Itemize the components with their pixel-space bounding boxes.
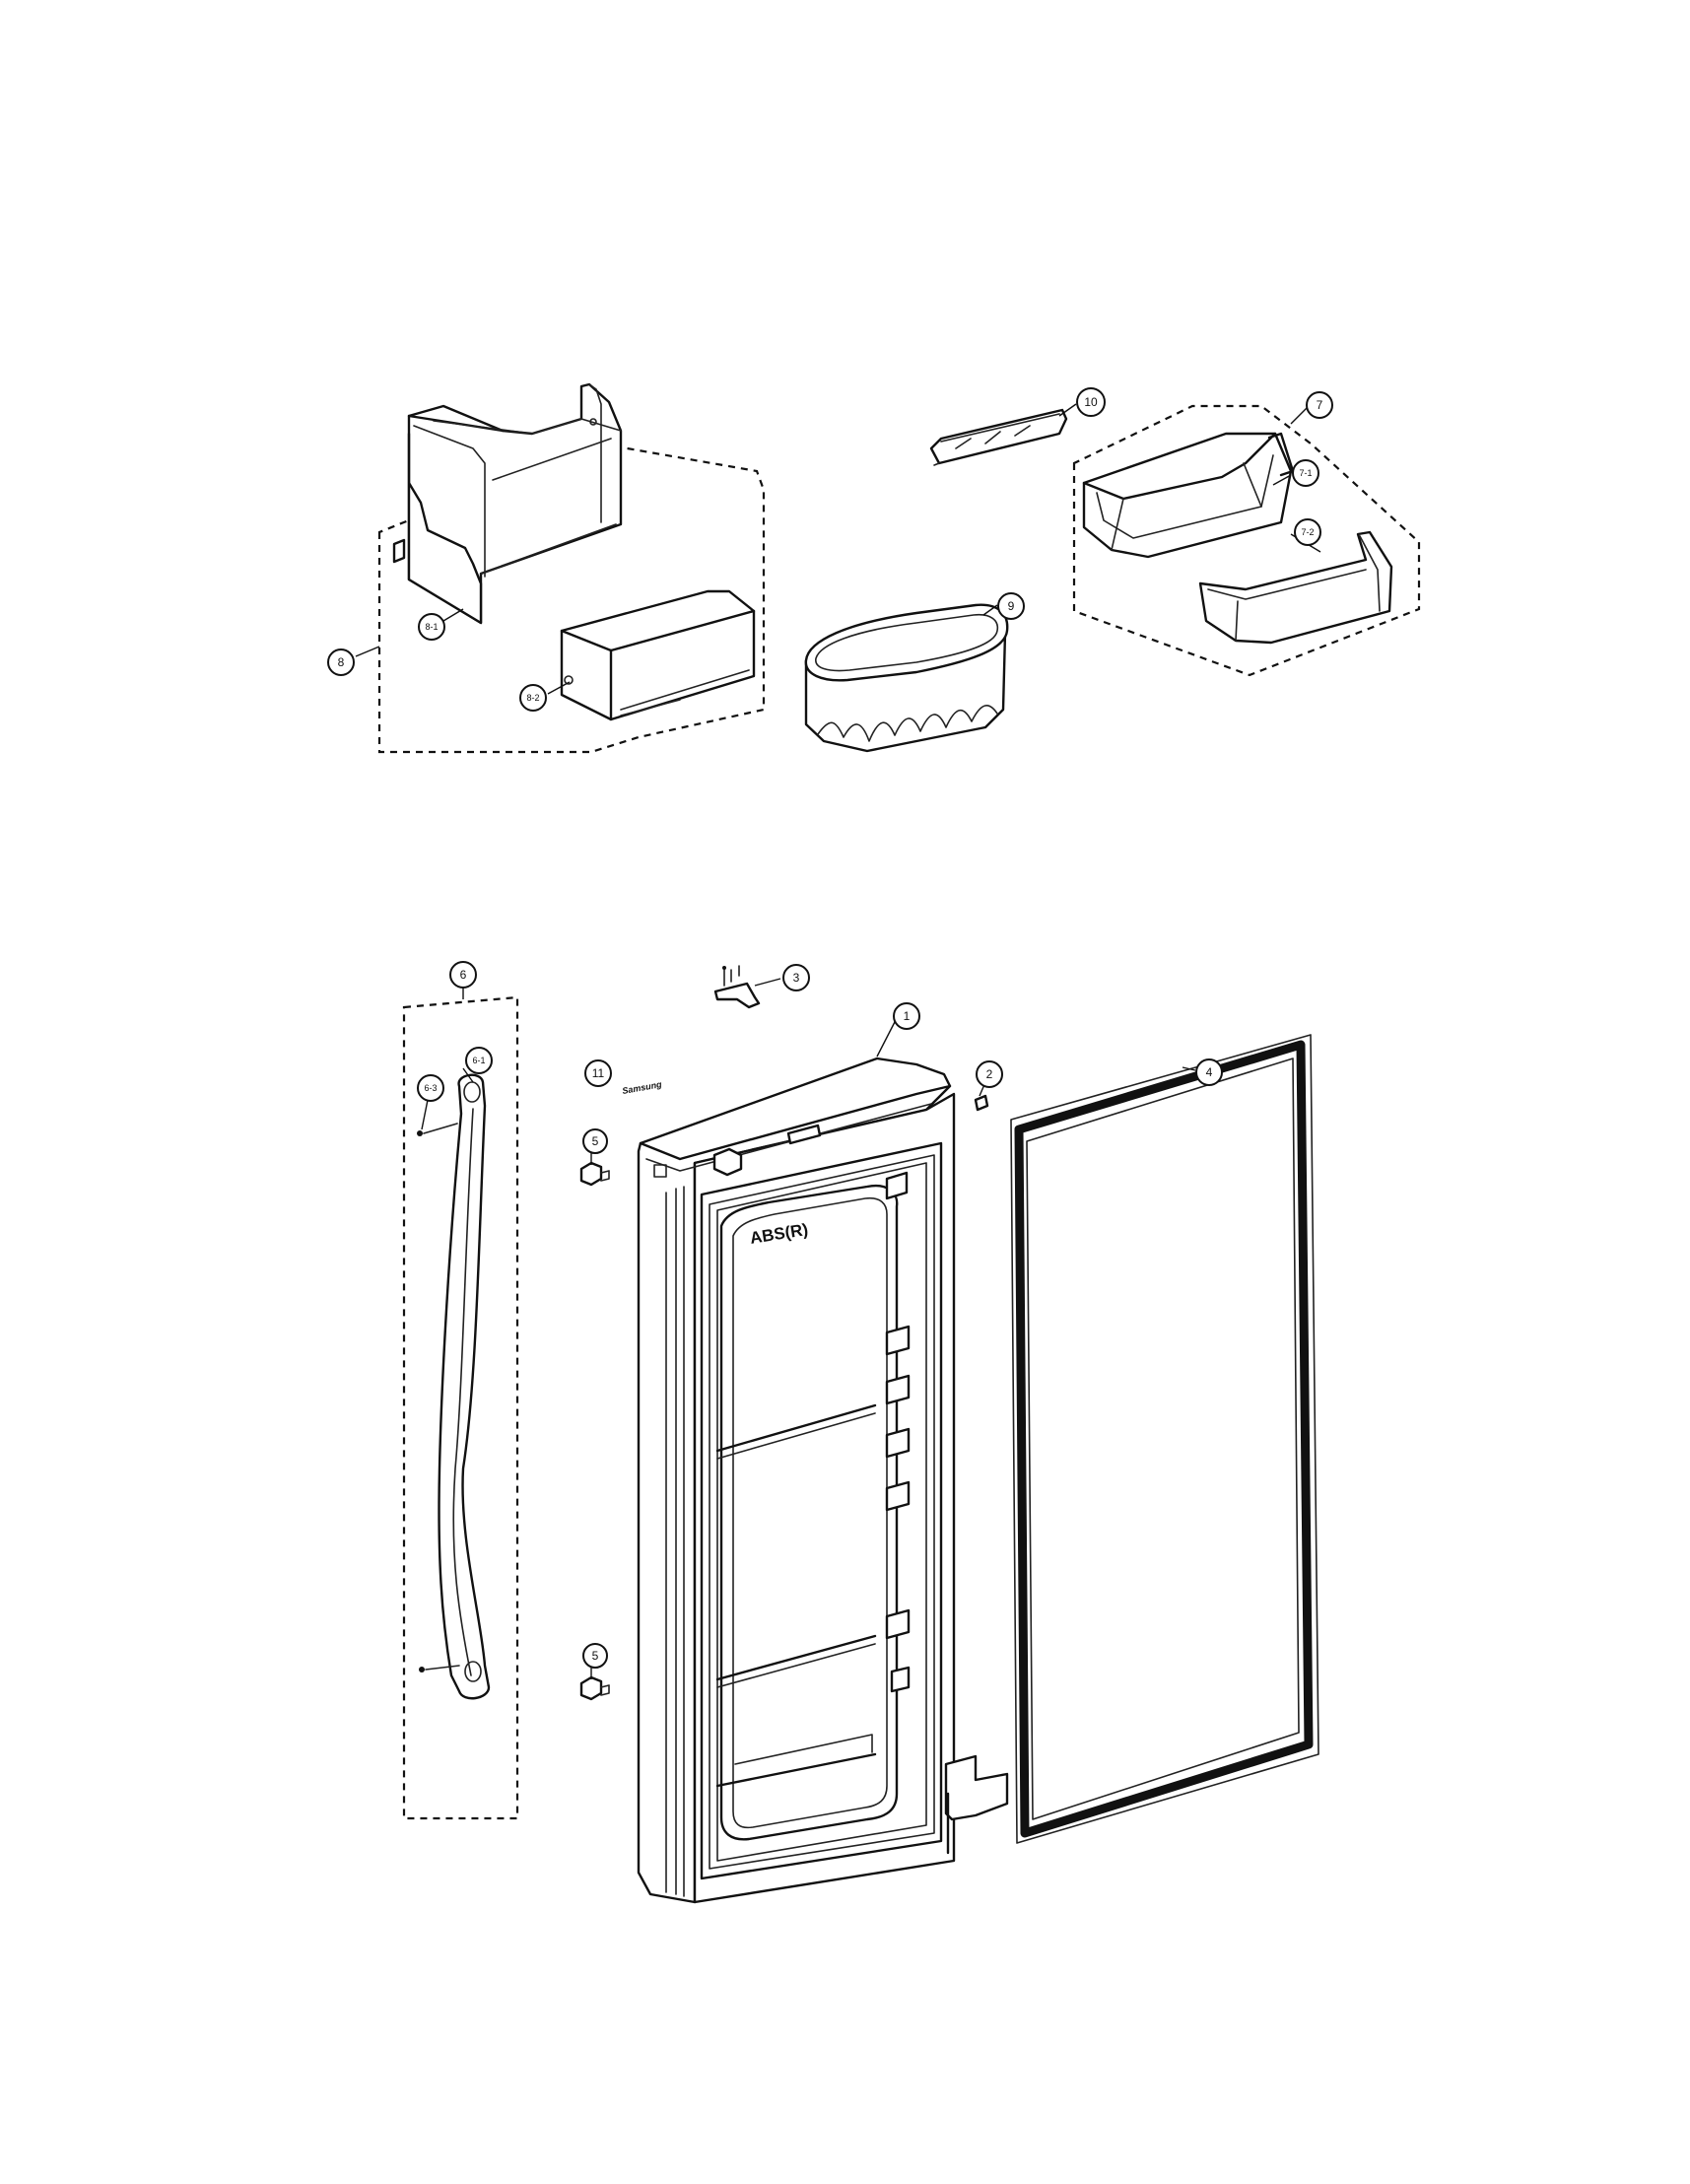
callout-7-1: 7-1 [1292,459,1319,487]
svg-text:Samsung: Samsung [622,1079,663,1096]
callout-8: 8 [327,648,355,676]
callout-1: 1 [893,1002,920,1030]
callout-10: 10 [1076,387,1106,417]
part-5-screw-top [579,1161,610,1187]
svg-text:7-1: 7-1 [1299,468,1312,478]
callout-3: 3 [782,964,810,991]
part-3-hinge [713,965,761,1009]
svg-text:4: 4 [1206,1065,1213,1079]
part-8-1-bin [392,382,623,625]
callout-7-2: 7-2 [1294,518,1321,546]
callout-8-2: 8-2 [519,684,547,712]
callout-11: 11 [584,1059,612,1087]
part-8-2-cover [560,589,756,721]
svg-text:9: 9 [1008,599,1015,613]
door-clips [885,1171,911,1693]
callout-5-bottom: 5 [582,1643,608,1669]
callout-6: 6 [449,961,477,989]
part-7-1-tray [1082,432,1295,559]
svg-text:10: 10 [1084,395,1098,409]
svg-text:5: 5 [592,1649,599,1663]
part-10-cover [929,408,1068,466]
part-6-handle [417,1073,491,1700]
part-4-gasket [1010,1034,1319,1844]
svg-text:8-1: 8-1 [425,622,438,632]
svg-text:6-3: 6-3 [424,1083,437,1093]
part-9-basket [804,603,1009,753]
group-7-boundary [1072,404,1421,677]
svg-text:11: 11 [592,1066,605,1080]
svg-text:7-2: 7-2 [1301,527,1314,537]
svg-text:8-2: 8-2 [526,693,539,703]
callout-9: 9 [997,592,1025,620]
part-7-2-tray [1198,530,1393,645]
callout-6-3: 6-3 [417,1074,444,1102]
svg-text:1: 1 [904,1009,911,1023]
svg-text:5: 5 [592,1134,599,1148]
svg-text:6: 6 [460,968,467,982]
callout-5-top: 5 [582,1128,608,1154]
svg-text:2: 2 [986,1067,993,1081]
callout-7: 7 [1306,391,1333,419]
svg-text:3: 3 [793,971,800,985]
callout-2: 2 [976,1060,1003,1088]
callout-4: 4 [1195,1058,1223,1086]
callout-6-1: 6-1 [465,1047,493,1074]
svg-text:8: 8 [338,655,345,669]
part-11-nameplate: Samsung [622,1079,663,1096]
part-5-screw-bottom [579,1675,610,1701]
part-1-door: ABS(R) [637,1057,1009,1904]
svg-text:7: 7 [1317,398,1323,412]
svg-text:6-1: 6-1 [472,1056,485,1065]
part-2-cap [974,1094,989,1112]
callout-8-1: 8-1 [418,613,445,641]
